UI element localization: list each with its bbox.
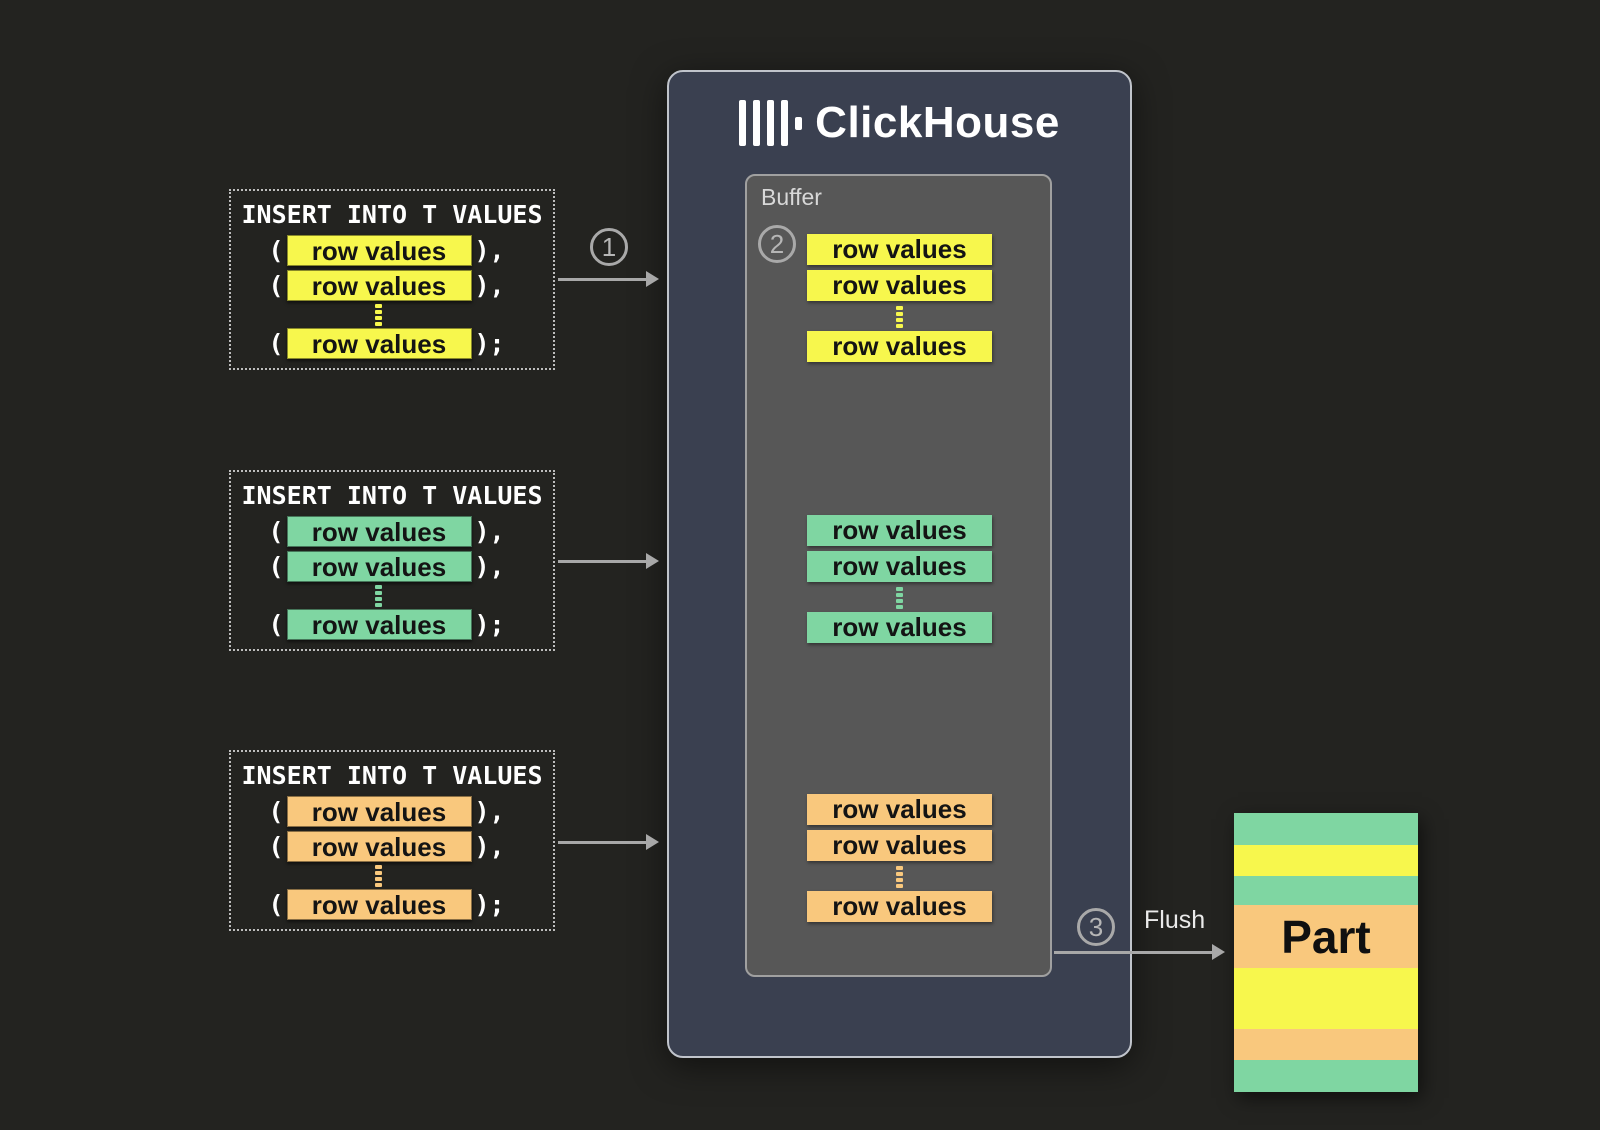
insert-row: ( row values ); xyxy=(231,889,553,920)
close-paren: ), xyxy=(474,271,505,300)
close-paren: ), xyxy=(474,797,505,826)
part-stripe xyxy=(1234,1029,1418,1060)
buffer-group-yellow: row values row values row values xyxy=(807,234,992,367)
clickhouse-title: ClickHouse xyxy=(815,98,1060,147)
step-2-badge: 2 xyxy=(758,225,796,263)
insert-statement-box-1: INSERT INTO T VALUES ( row values ), ( r… xyxy=(229,189,555,370)
arrow-insert-1-icon xyxy=(558,271,659,287)
vertical-ellipsis-icon xyxy=(890,306,910,328)
row-values-chip: row values xyxy=(807,270,992,301)
open-paren: ( xyxy=(268,236,284,265)
insert-row: ( row values ), xyxy=(231,516,553,547)
arrow-flush-icon xyxy=(1054,944,1225,960)
row-values-chip: row values xyxy=(286,551,472,582)
row-values-chip: row values xyxy=(807,830,992,861)
row-values-chip: row values xyxy=(286,609,472,640)
insert-row: ( row values ), xyxy=(231,796,553,827)
buffer-box: Buffer 2 row values row values row value… xyxy=(745,174,1052,977)
row-values-chip: row values xyxy=(286,516,472,547)
open-paren: ( xyxy=(268,610,284,639)
row-values-chip: row values xyxy=(286,796,472,827)
insert-sql-title: INSERT INTO T VALUES xyxy=(241,761,543,790)
row-values-chip: row values xyxy=(807,891,992,922)
part-stripe xyxy=(1234,968,1418,1029)
part-label: Part xyxy=(1281,910,1371,963)
clickhouse-panel: ClickHouse Buffer 2 row values row value… xyxy=(667,70,1132,1058)
vertical-ellipsis-icon xyxy=(890,866,910,888)
vertical-ellipsis-icon xyxy=(368,304,388,326)
row-values-chip: row values xyxy=(286,270,472,301)
step-1-badge: 1 xyxy=(590,228,628,266)
close-paren: ), xyxy=(474,552,505,581)
insert-row: ( row values ); xyxy=(231,328,553,359)
part-stripe xyxy=(1234,1060,1418,1092)
insert-statement-box-3: INSERT INTO T VALUES ( row values ), ( r… xyxy=(229,750,555,931)
open-paren: ( xyxy=(268,517,284,546)
insert-statement-box-2: INSERT INTO T VALUES ( row values ), ( r… xyxy=(229,470,555,651)
open-paren: ( xyxy=(268,797,284,826)
clickhouse-header: ClickHouse xyxy=(669,98,1130,148)
close-paren: ); xyxy=(474,610,505,639)
arrow-insert-2-icon xyxy=(558,553,659,569)
vertical-ellipsis-icon xyxy=(368,585,388,607)
row-values-chip: row values xyxy=(807,234,992,265)
clickhouse-bars-logo-icon xyxy=(739,100,803,146)
insert-sql-title: INSERT INTO T VALUES xyxy=(241,200,543,229)
insert-row: ( row values ), xyxy=(231,270,553,301)
open-paren: ( xyxy=(268,890,284,919)
close-paren: ), xyxy=(474,517,505,546)
open-paren: ( xyxy=(268,552,284,581)
insert-row: ( row values ), xyxy=(231,235,553,266)
row-values-chip: row values xyxy=(807,551,992,582)
row-values-chip: row values xyxy=(286,328,472,359)
open-paren: ( xyxy=(268,329,284,358)
open-paren: ( xyxy=(268,832,284,861)
part-stripe xyxy=(1234,845,1418,876)
insert-row: ( row values ); xyxy=(231,609,553,640)
part-box: Part xyxy=(1234,813,1418,1092)
close-paren: ); xyxy=(474,329,505,358)
row-values-chip: row values xyxy=(286,235,472,266)
close-paren: ), xyxy=(474,236,505,265)
open-paren: ( xyxy=(268,271,284,300)
close-paren: ); xyxy=(474,890,505,919)
part-stripe xyxy=(1234,876,1418,905)
part-stripe: Part xyxy=(1234,905,1418,968)
vertical-ellipsis-icon xyxy=(890,587,910,609)
vertical-ellipsis-icon xyxy=(368,865,388,887)
buffer-label: Buffer xyxy=(761,184,822,210)
row-values-chip: row values xyxy=(286,889,472,920)
arrow-insert-3-icon xyxy=(558,834,659,850)
step-3-badge: 3 xyxy=(1077,908,1115,946)
buffer-group-green: row values row values row values xyxy=(807,515,992,648)
buffer-group-orange: row values row values row values xyxy=(807,794,992,927)
close-paren: ), xyxy=(474,832,505,861)
part-stripe xyxy=(1234,813,1418,845)
row-values-chip: row values xyxy=(286,831,472,862)
row-values-chip: row values xyxy=(807,515,992,546)
insert-sql-title: INSERT INTO T VALUES xyxy=(241,481,543,510)
row-values-chip: row values xyxy=(807,331,992,362)
row-values-chip: row values xyxy=(807,794,992,825)
insert-row: ( row values ), xyxy=(231,831,553,862)
insert-row: ( row values ), xyxy=(231,551,553,582)
row-values-chip: row values xyxy=(807,612,992,643)
flush-label: Flush xyxy=(1144,906,1206,934)
